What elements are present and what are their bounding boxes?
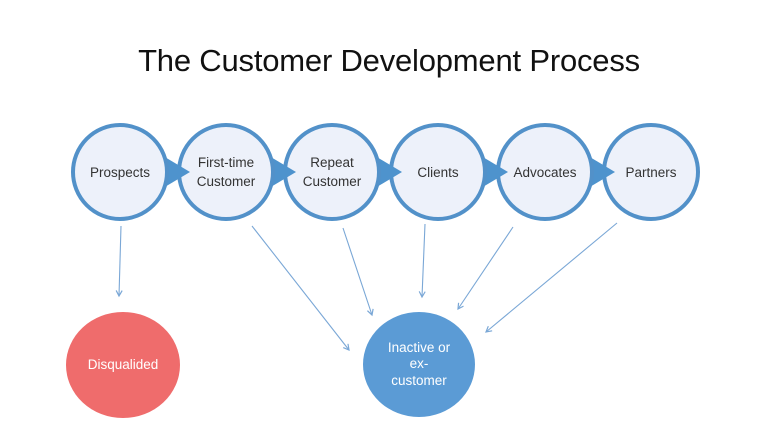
stage-node-clients: Clients	[389, 123, 487, 221]
outcome-node-disqualified: Disqualided	[66, 312, 180, 418]
stage-node-prospects: Prospects	[71, 123, 169, 221]
stage-label: Partners	[625, 164, 677, 180]
stage-label: Advocates	[513, 164, 577, 180]
page-title: The Customer Development Process	[138, 43, 640, 78]
arrow-advocates-to-inactive	[458, 226, 514, 309]
outcome-label: Disqualided	[87, 356, 159, 372]
stage-node-advocates: Advocates	[496, 123, 594, 221]
arrow-repeat-to-inactive	[342, 227, 372, 315]
stage-node-partners: Partners	[602, 123, 700, 221]
stage-label: Clients	[417, 164, 459, 180]
stage-label: Prospects	[89, 164, 151, 180]
stage-label: Repeat Customer	[302, 155, 362, 189]
outcome-label-line: customer	[391, 372, 447, 388]
outcome-label-line: Inactive or	[387, 339, 451, 355]
stage-node-first-time-customer: First-time Customer	[177, 123, 275, 221]
outcome-label: Inactive or ex- customer	[388, 340, 450, 390]
outcome-label-line: ex-	[409, 356, 429, 372]
stage-label: First-time Customer	[196, 155, 256, 189]
arrow-prospects-to-disqualified	[119, 225, 121, 296]
arrow-firsttime-to-inactive	[251, 225, 349, 350]
stage-node-repeat-customer: Repeat Customer	[283, 123, 381, 221]
outcome-node-inactive: Inactive or ex- customer	[363, 312, 475, 417]
arrow-clients-to-inactive	[422, 223, 425, 297]
arrow-partners-to-inactive	[486, 222, 618, 332]
